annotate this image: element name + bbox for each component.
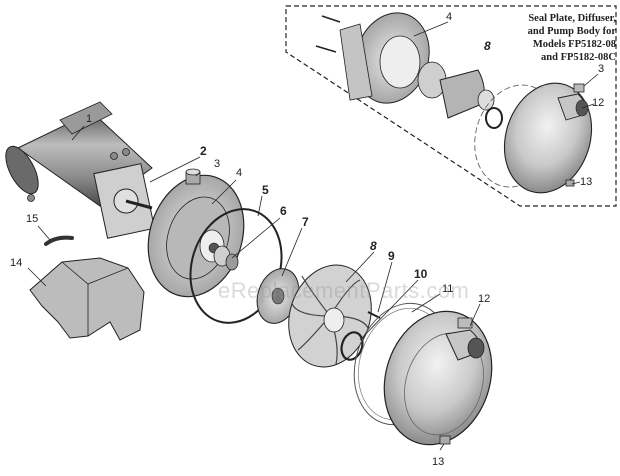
callout-13: 13 xyxy=(432,456,445,468)
leader-lines xyxy=(27,21,599,451)
callout-15: 15 xyxy=(26,213,39,225)
callout-12: 12 xyxy=(478,293,491,305)
diffuser xyxy=(288,264,372,368)
drain-tube xyxy=(44,235,74,246)
inset-frame xyxy=(285,5,617,207)
inset-caption-line-4: and FP5182-08C xyxy=(541,52,616,63)
pump-body xyxy=(383,310,493,446)
watermark: eReplacementParts.com xyxy=(218,278,470,303)
callout-7: 7 xyxy=(302,215,309,229)
pipe-plug xyxy=(185,168,201,185)
callout-9: 9 xyxy=(388,249,395,263)
inset-caption-line-1: Seal Plate, Diffuser, xyxy=(528,13,616,24)
drain-plug xyxy=(439,435,451,445)
inset-callout-13: 13 xyxy=(580,176,593,188)
callout-10: 10 xyxy=(414,267,428,281)
impeller xyxy=(256,268,300,324)
inset-caption-line-3: Models FP5182-08 xyxy=(532,39,616,50)
callout-14: 14 xyxy=(10,257,23,269)
seal-plate xyxy=(147,174,245,298)
callout-5: 5 xyxy=(262,183,269,197)
inset-diffuser xyxy=(439,69,495,119)
inset-caption: Seal Plate, Diffuser, and Pump Body for … xyxy=(498,12,616,64)
callout-11: 11 xyxy=(442,283,454,295)
callout-1: 1 xyxy=(86,113,93,125)
inset-pump-body xyxy=(503,82,593,194)
o-ring xyxy=(340,331,364,361)
inset-callout-8: 8 xyxy=(484,39,491,53)
callout-8: 8 xyxy=(370,239,377,253)
inset-seal-plate xyxy=(339,12,430,104)
motor-base xyxy=(29,257,145,341)
inset-screws xyxy=(315,15,341,53)
shaft-seal xyxy=(213,245,239,271)
inset-callout-4: 4 xyxy=(446,11,453,23)
callout-4: 4 xyxy=(236,167,243,179)
inset-callout-3: 3 xyxy=(598,63,605,75)
callout-3: 3 xyxy=(214,158,221,170)
inset-o-ring xyxy=(485,107,503,129)
callout-2: 2 xyxy=(200,144,207,158)
inset-callout-12: 12 xyxy=(592,97,605,109)
inset-caption-line-2: and Pump Body for xyxy=(527,26,616,37)
motor xyxy=(5,101,156,239)
callout-6: 6 xyxy=(280,204,287,218)
